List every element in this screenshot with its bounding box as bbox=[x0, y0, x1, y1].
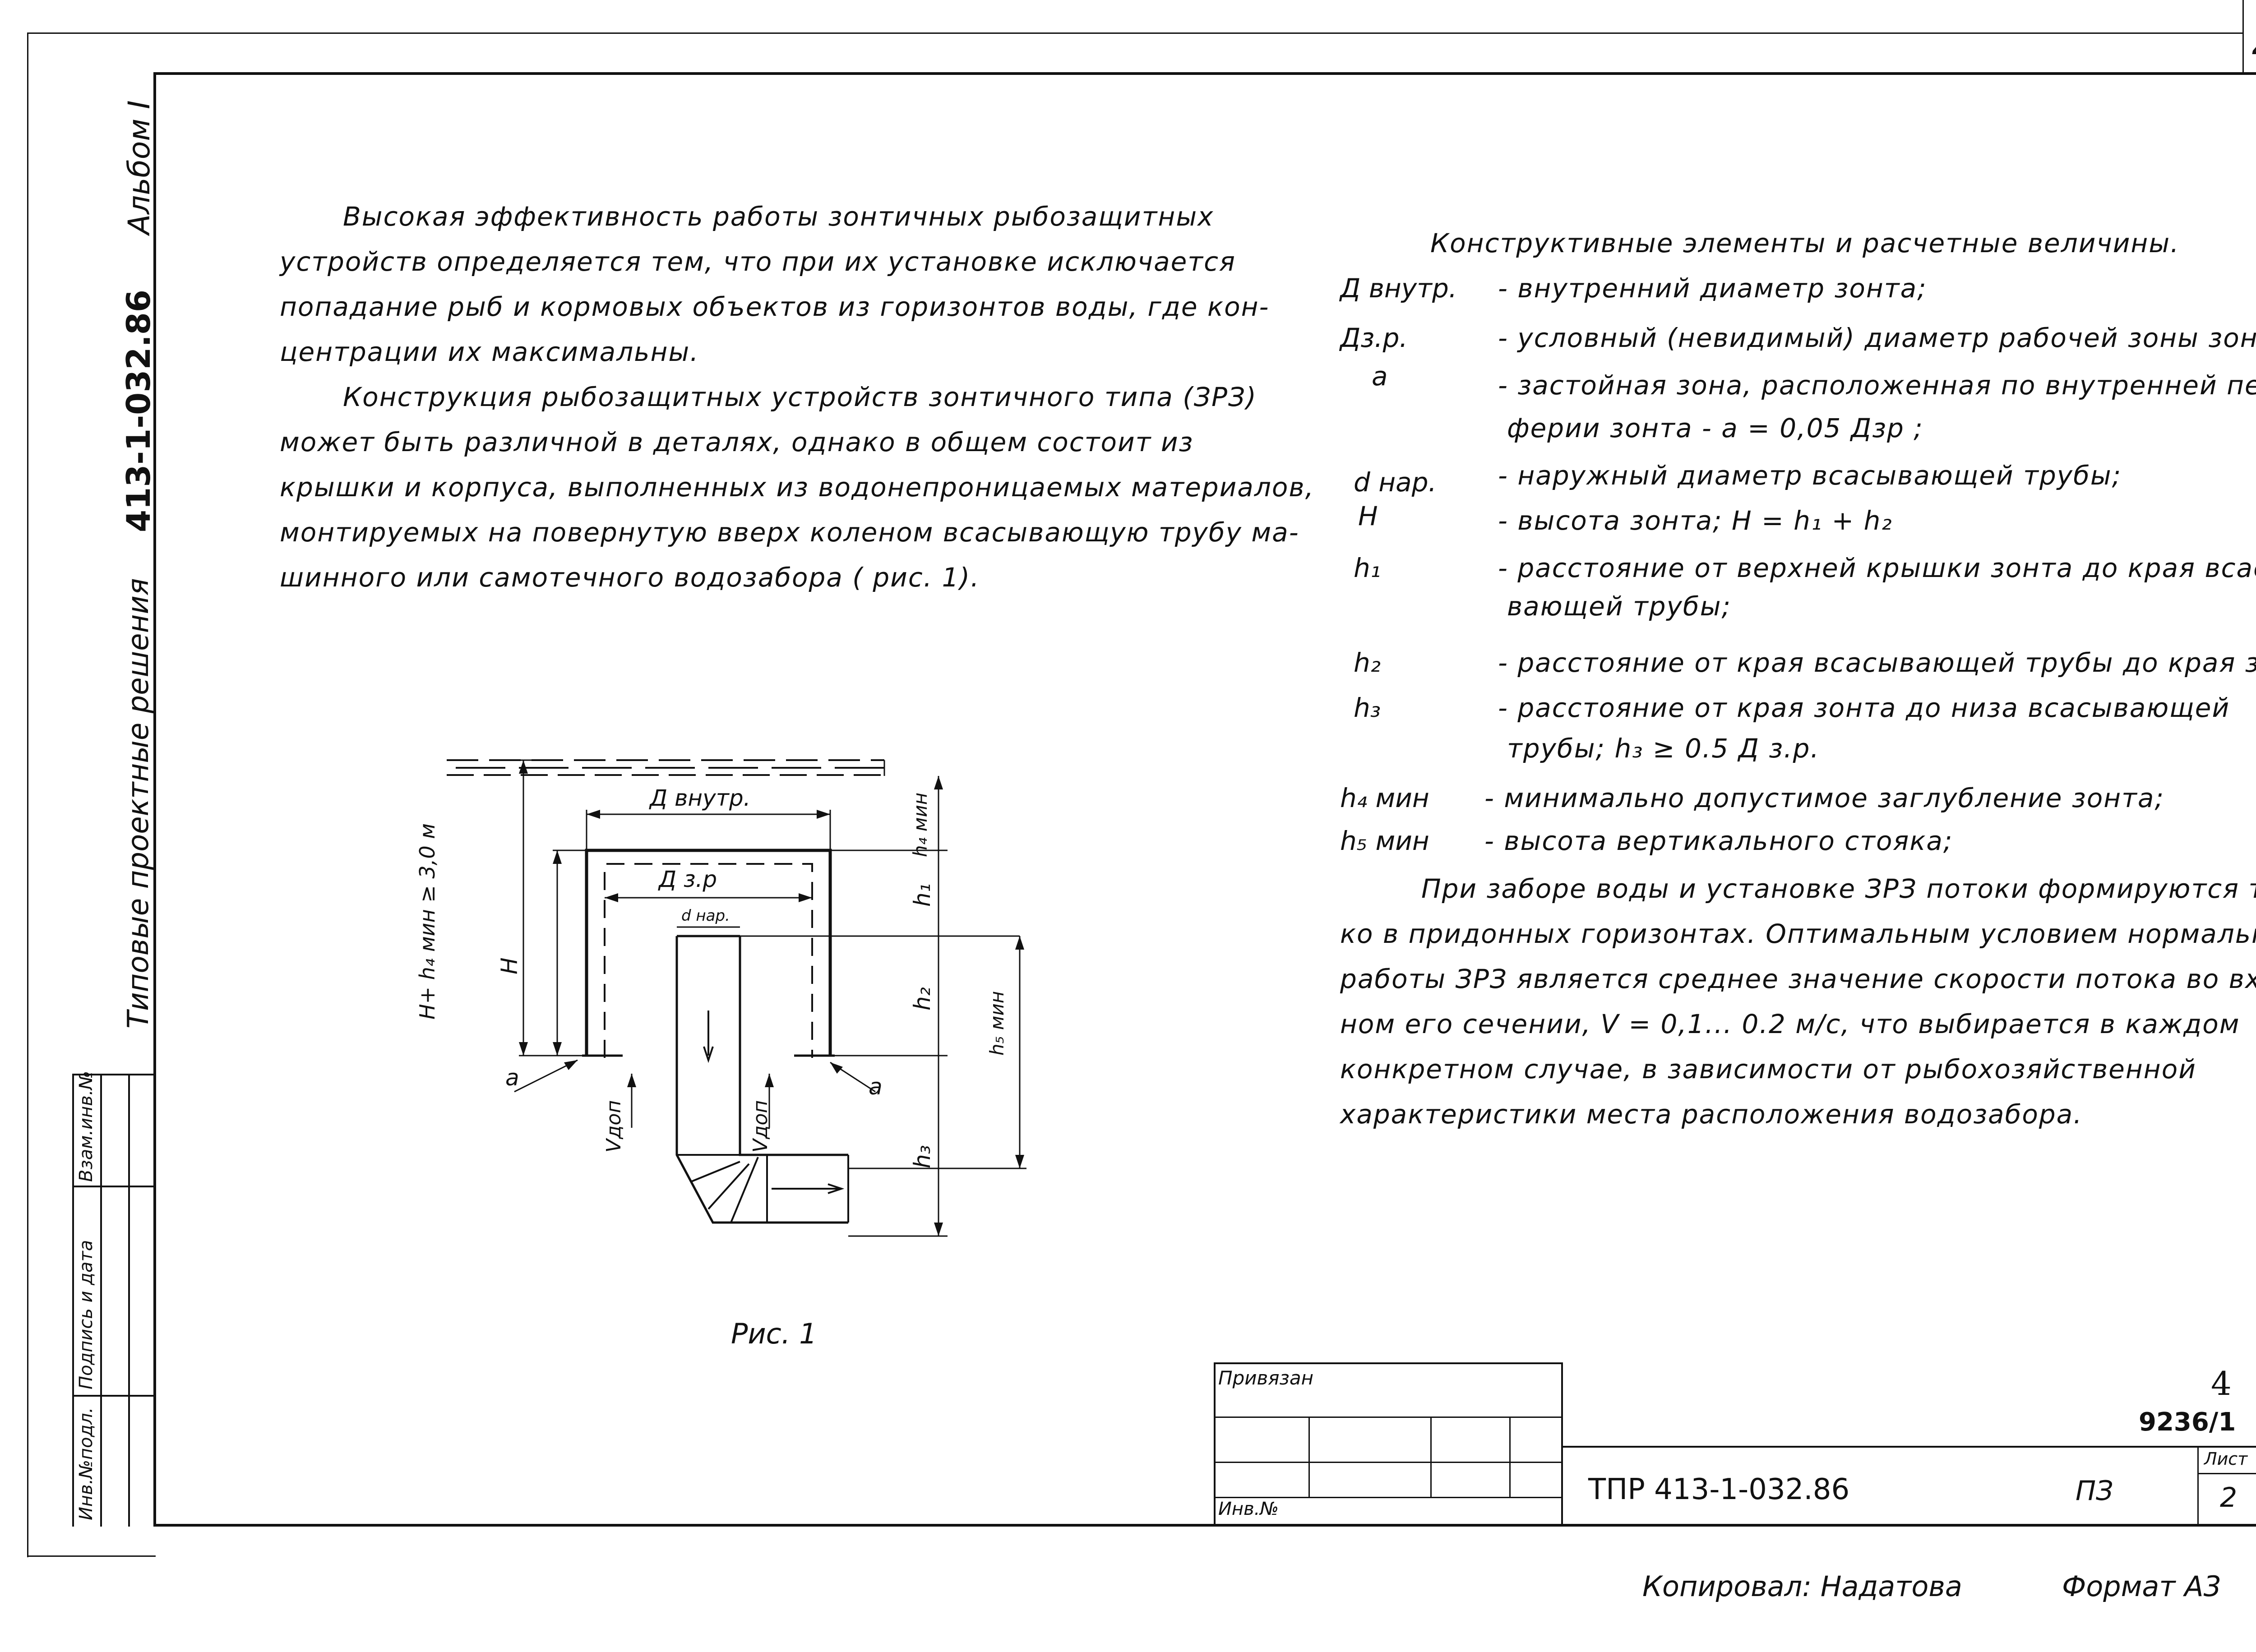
intro-p1-line: Высокая эффективность работы зонтичных р… bbox=[343, 201, 1214, 232]
closing-paragraph: При заборе воды и установке ЗРЗ потоки ф… bbox=[1340, 866, 2256, 1137]
inv-no-label: Инв.№ bbox=[1218, 1499, 1279, 1519]
label-d-vnutr: Д внутр. bbox=[650, 785, 751, 811]
closing-line: ном его сечении, V = 0,1... 0.2 м/с, что… bbox=[1340, 1009, 2240, 1039]
elem-symbol: h₃ bbox=[1354, 692, 1381, 723]
intro-paragraph-2: Конструкция рыбозащитных устройств зонти… bbox=[280, 374, 1315, 600]
label-vdop-left: Vдоп bbox=[602, 1100, 625, 1153]
sheet-label: Лист bbox=[2204, 1449, 2248, 1469]
elements-heading: Конструктивные элементы и расчетные вели… bbox=[1430, 228, 2180, 258]
stamp-vzam-inv: Взам.инв.№ bbox=[76, 1071, 97, 1182]
elem-definition: - внутренний диаметр зонта; bbox=[1498, 273, 1927, 304]
order-number: 9236/1 bbox=[2139, 1407, 2236, 1437]
elem-definition: трубы; h₃ ≥ 0.5 Д з.р. bbox=[1507, 733, 1820, 764]
label-a-left: a bbox=[505, 1065, 519, 1091]
label-h2: h₂ bbox=[909, 987, 935, 1011]
paper-format: Формат А3 bbox=[2062, 1570, 2222, 1603]
series-title: Типовые проектные решения bbox=[122, 578, 155, 1029]
label-H: H bbox=[496, 957, 522, 974]
elem-definition: - минимально допустимое заглубление зонт… bbox=[1484, 783, 2165, 813]
figure-caption: Рис. 1 bbox=[731, 1317, 817, 1350]
label-d-zr: Д з.р bbox=[659, 866, 717, 892]
corner-page-number: 4 bbox=[2251, 27, 2256, 69]
elem-symbol: h₂ bbox=[1354, 647, 1381, 678]
label-d-nar: d нар. bbox=[681, 907, 730, 925]
label-h-h4: H+ h₄ мин ≥ 3,0 м bbox=[415, 823, 439, 1020]
doc-type: ПЗ bbox=[2076, 1475, 2113, 1507]
privyazan-label: Привязан bbox=[1218, 1367, 1314, 1389]
closing-line: При заборе воды и установке ЗРЗ потоки ф… bbox=[1421, 873, 2256, 904]
closing-line: работы ЗРЗ является среднее значение ско… bbox=[1340, 964, 2256, 994]
elem-symbol: а bbox=[1372, 361, 1388, 392]
intro-p1-line: попадание рыб и кормовых объектов из гор… bbox=[280, 291, 1270, 322]
elem-definition: - наружный диаметр всасывающей трубы; bbox=[1498, 460, 2122, 491]
intro-p1-line: устройств определяется тем, что при их у… bbox=[280, 246, 1236, 277]
label-h1: h₁ bbox=[909, 883, 935, 907]
label-vdop-right: Vдоп bbox=[749, 1100, 772, 1153]
intro-p2-line: крышки и корпуса, выполненных из водонеп… bbox=[280, 472, 1315, 503]
label-h4: h₄ мин bbox=[909, 792, 931, 857]
working-zone-dashed bbox=[604, 863, 813, 1058]
elem-symbol: h₁ bbox=[1354, 553, 1381, 583]
elem-definition: вающей трубы; bbox=[1507, 591, 1732, 622]
elem-symbol: Д внутр. bbox=[1340, 273, 1457, 304]
elem-definition: - расстояние от края зонта до низа всасы… bbox=[1498, 692, 2230, 723]
intro-paragraph-1: Высокая эффективность работы зонтичных р… bbox=[280, 194, 1270, 374]
suction-pipe bbox=[675, 936, 848, 1224]
intro-p2-line: Конструкция рыбозащитных устройств зонти… bbox=[343, 382, 1257, 412]
copied-by: Копировал: Надатова bbox=[1642, 1570, 1962, 1603]
label-h3: h₃ bbox=[909, 1145, 935, 1168]
series-code: 413-1-032.86 bbox=[120, 290, 157, 532]
elem-definition: ферии зонта - а = 0,05 Дзр ; bbox=[1507, 413, 1923, 443]
elem-symbol: H bbox=[1358, 501, 1378, 531]
stamp-signature-date: Подпись и дата bbox=[76, 1240, 97, 1389]
elem-symbol: h₄ мин bbox=[1340, 783, 1429, 813]
elem-symbol: Дз.р. bbox=[1340, 323, 1408, 353]
figure-diagram bbox=[447, 759, 1026, 1237]
intro-p1-line: центрации их максимальны. bbox=[280, 337, 699, 367]
label-h5: h₅ мин bbox=[986, 991, 1008, 1056]
elem-definition: - высота зонта; H = h₁ + h₂ bbox=[1498, 505, 1893, 536]
page-number: 4 bbox=[2211, 1365, 2232, 1403]
elem-definition: - высота вертикального стояка; bbox=[1484, 826, 1953, 856]
label-a-right: a bbox=[869, 1074, 883, 1100]
closing-line: характеристики места расположения водоза… bbox=[1340, 1099, 2083, 1130]
closing-line: ко в придонных горизонтах. Оптимальным у… bbox=[1340, 918, 2256, 949]
intro-p2-line: монтируемых на повернутую вверх коленом … bbox=[280, 517, 1299, 548]
sheet-number: 2 bbox=[2220, 1482, 2238, 1514]
water-surface bbox=[447, 759, 884, 776]
elem-definition: - застойная зона, расположенная по внутр… bbox=[1498, 370, 2256, 401]
elem-symbol: h₅ мин bbox=[1340, 826, 1429, 856]
intro-p2-line: шинного или самотечного водозабора ( рис… bbox=[280, 562, 980, 593]
closing-line: конкретном случае, в зависимости от рыбо… bbox=[1340, 1054, 2196, 1084]
doc-code: ТПР 413-1-032.86 bbox=[1588, 1473, 1850, 1506]
stamp-inv-podl: Инв.№подл. bbox=[76, 1407, 97, 1520]
umbrella-body bbox=[585, 849, 832, 1056]
intro-p2-line: может быть различной в деталях, однако в… bbox=[280, 427, 1194, 457]
elem-definition: - условный (невидимый) диаметр рабочей з… bbox=[1498, 323, 2256, 353]
elem-definition: - расстояние от края всасывающей трубы д… bbox=[1498, 647, 2256, 678]
elem-symbol: d нар. bbox=[1354, 467, 1437, 498]
album-label: Альбом I bbox=[122, 100, 157, 235]
elem-definition: - расстояние от верхней крышки зонта до … bbox=[1498, 553, 2256, 583]
